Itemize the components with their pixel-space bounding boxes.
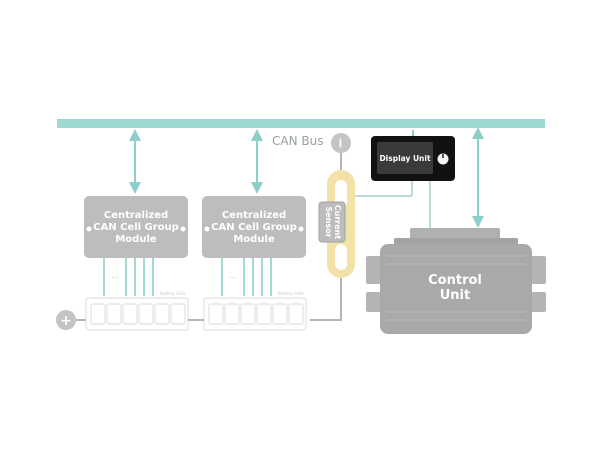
can-bus-bar [57,119,545,128]
positive-terminal-symbol: + [60,313,72,329]
sense-ellipsis-1: ... [111,271,119,280]
knob-icon [437,153,449,165]
module-2-label-1: Centralized [222,210,286,221]
negative-terminal-symbol: − [332,137,348,149]
battery-cells-label-1: Battery Cells [160,291,186,296]
module-1-label-1: Centralized [104,210,168,221]
module-2-label-3: Module [233,234,275,245]
battery-pack-2 [203,297,307,331]
cell-group-module-2: Centralized CAN Cell Group Module [202,196,306,258]
module-2-label-2: CAN Cell Group [211,222,297,233]
control-unit-line2: Unit [440,288,470,303]
sensor-ring-hole-top [335,180,347,208]
cell-group-module-1: Centralized CAN Cell Group Module [84,196,188,258]
battery-cells-label-2: Battery Cells [278,291,304,296]
module-1-label-2: CAN Cell Group [93,222,179,233]
current-sensor-block [318,201,346,243]
sensor-ring-hole-bottom [335,244,347,270]
current-sensor-line1: Current [333,205,342,240]
control-unit-line1: Control [428,273,482,288]
positive-terminal [56,310,76,330]
sense-ellipsis-2: ... [229,271,237,280]
sense-wires-module-2 [221,258,272,296]
display-unit-label: Display Unit [379,154,431,163]
current-sensor-line2: Sensor [324,206,333,237]
negative-terminal [331,133,351,153]
module-1-label-3: Module [115,234,157,245]
control-unit: Control Unit [366,228,546,334]
sensor-return-wire [310,278,342,321]
sense-wires-module-1 [103,258,154,296]
display-unit: Display Unit [371,136,455,181]
can-bus-label: CAN Bus [272,134,323,148]
battery-pack-1 [85,297,189,331]
